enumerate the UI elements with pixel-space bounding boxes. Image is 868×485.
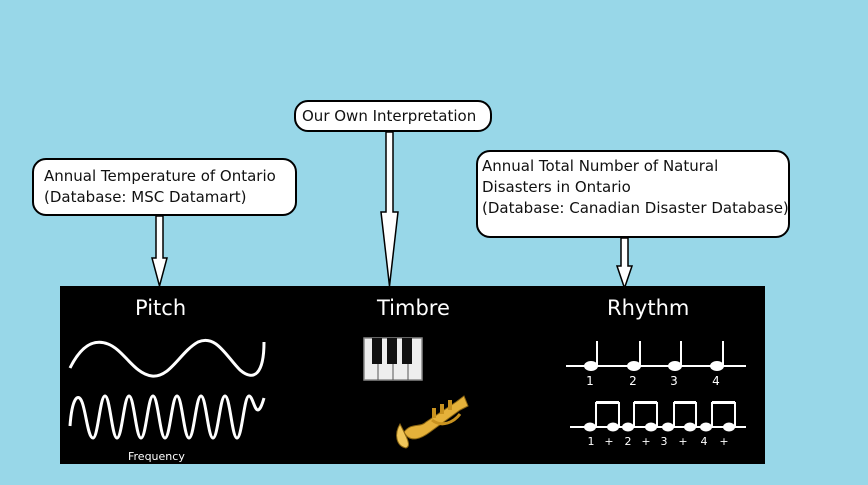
low-frequency-wave-icon [68, 338, 266, 378]
quarter-count-label: 1 [586, 374, 594, 388]
disasters-callout: Annual Total Number of Natural Disasters… [476, 150, 790, 238]
quarter-count-label: 3 [670, 374, 678, 388]
interpretation-arrow [380, 131, 399, 287]
sound-attributes-panel: Pitch Timbre Rhythm Frequency [60, 286, 765, 464]
quarter-count-label: 4 [712, 374, 720, 388]
high-frequency-wave-icon [68, 394, 266, 440]
timbre-title: Timbre [377, 296, 450, 320]
temperature-callout: Annual Temperature of Ontario (Database:… [32, 158, 297, 216]
eighth-count-label: + [678, 435, 687, 448]
callout-line: (Database: Canadian Disaster Database) [482, 199, 789, 217]
trumpet-icon [396, 395, 469, 449]
quarter-notes-icon [566, 341, 746, 371]
pitch-title: Pitch [135, 296, 187, 320]
quarter-count-label: 2 [629, 374, 637, 388]
eighth-count-label: 1 [588, 435, 595, 448]
callout-line: (Database: MSC Datamart) [44, 188, 247, 206]
piano-keys-icon [363, 337, 423, 381]
eighth-count-label: + [641, 435, 650, 448]
temperature-arrow [151, 215, 168, 289]
eighth-count-label: + [604, 435, 613, 448]
eighth-count-label: 4 [701, 435, 708, 448]
frequency-label: Frequency [128, 450, 185, 463]
eighth-notes-icon [570, 401, 746, 432]
eighth-count-label: + [719, 435, 728, 448]
callout-line: Annual Total Number of Natural [482, 157, 719, 175]
interpretation-callout: Our Own Interpretation [294, 100, 492, 132]
callout-line: Our Own Interpretation [302, 107, 477, 125]
eighth-count-label: 2 [625, 435, 632, 448]
callout-line: Annual Temperature of Ontario [44, 167, 276, 185]
eighth-count-label: 3 [661, 435, 668, 448]
disasters-arrow [615, 237, 634, 291]
rhythm-title: Rhythm [607, 296, 690, 320]
callout-line: Disasters in Ontario [482, 178, 631, 196]
panel-graphics: Frequency [68, 337, 746, 463]
